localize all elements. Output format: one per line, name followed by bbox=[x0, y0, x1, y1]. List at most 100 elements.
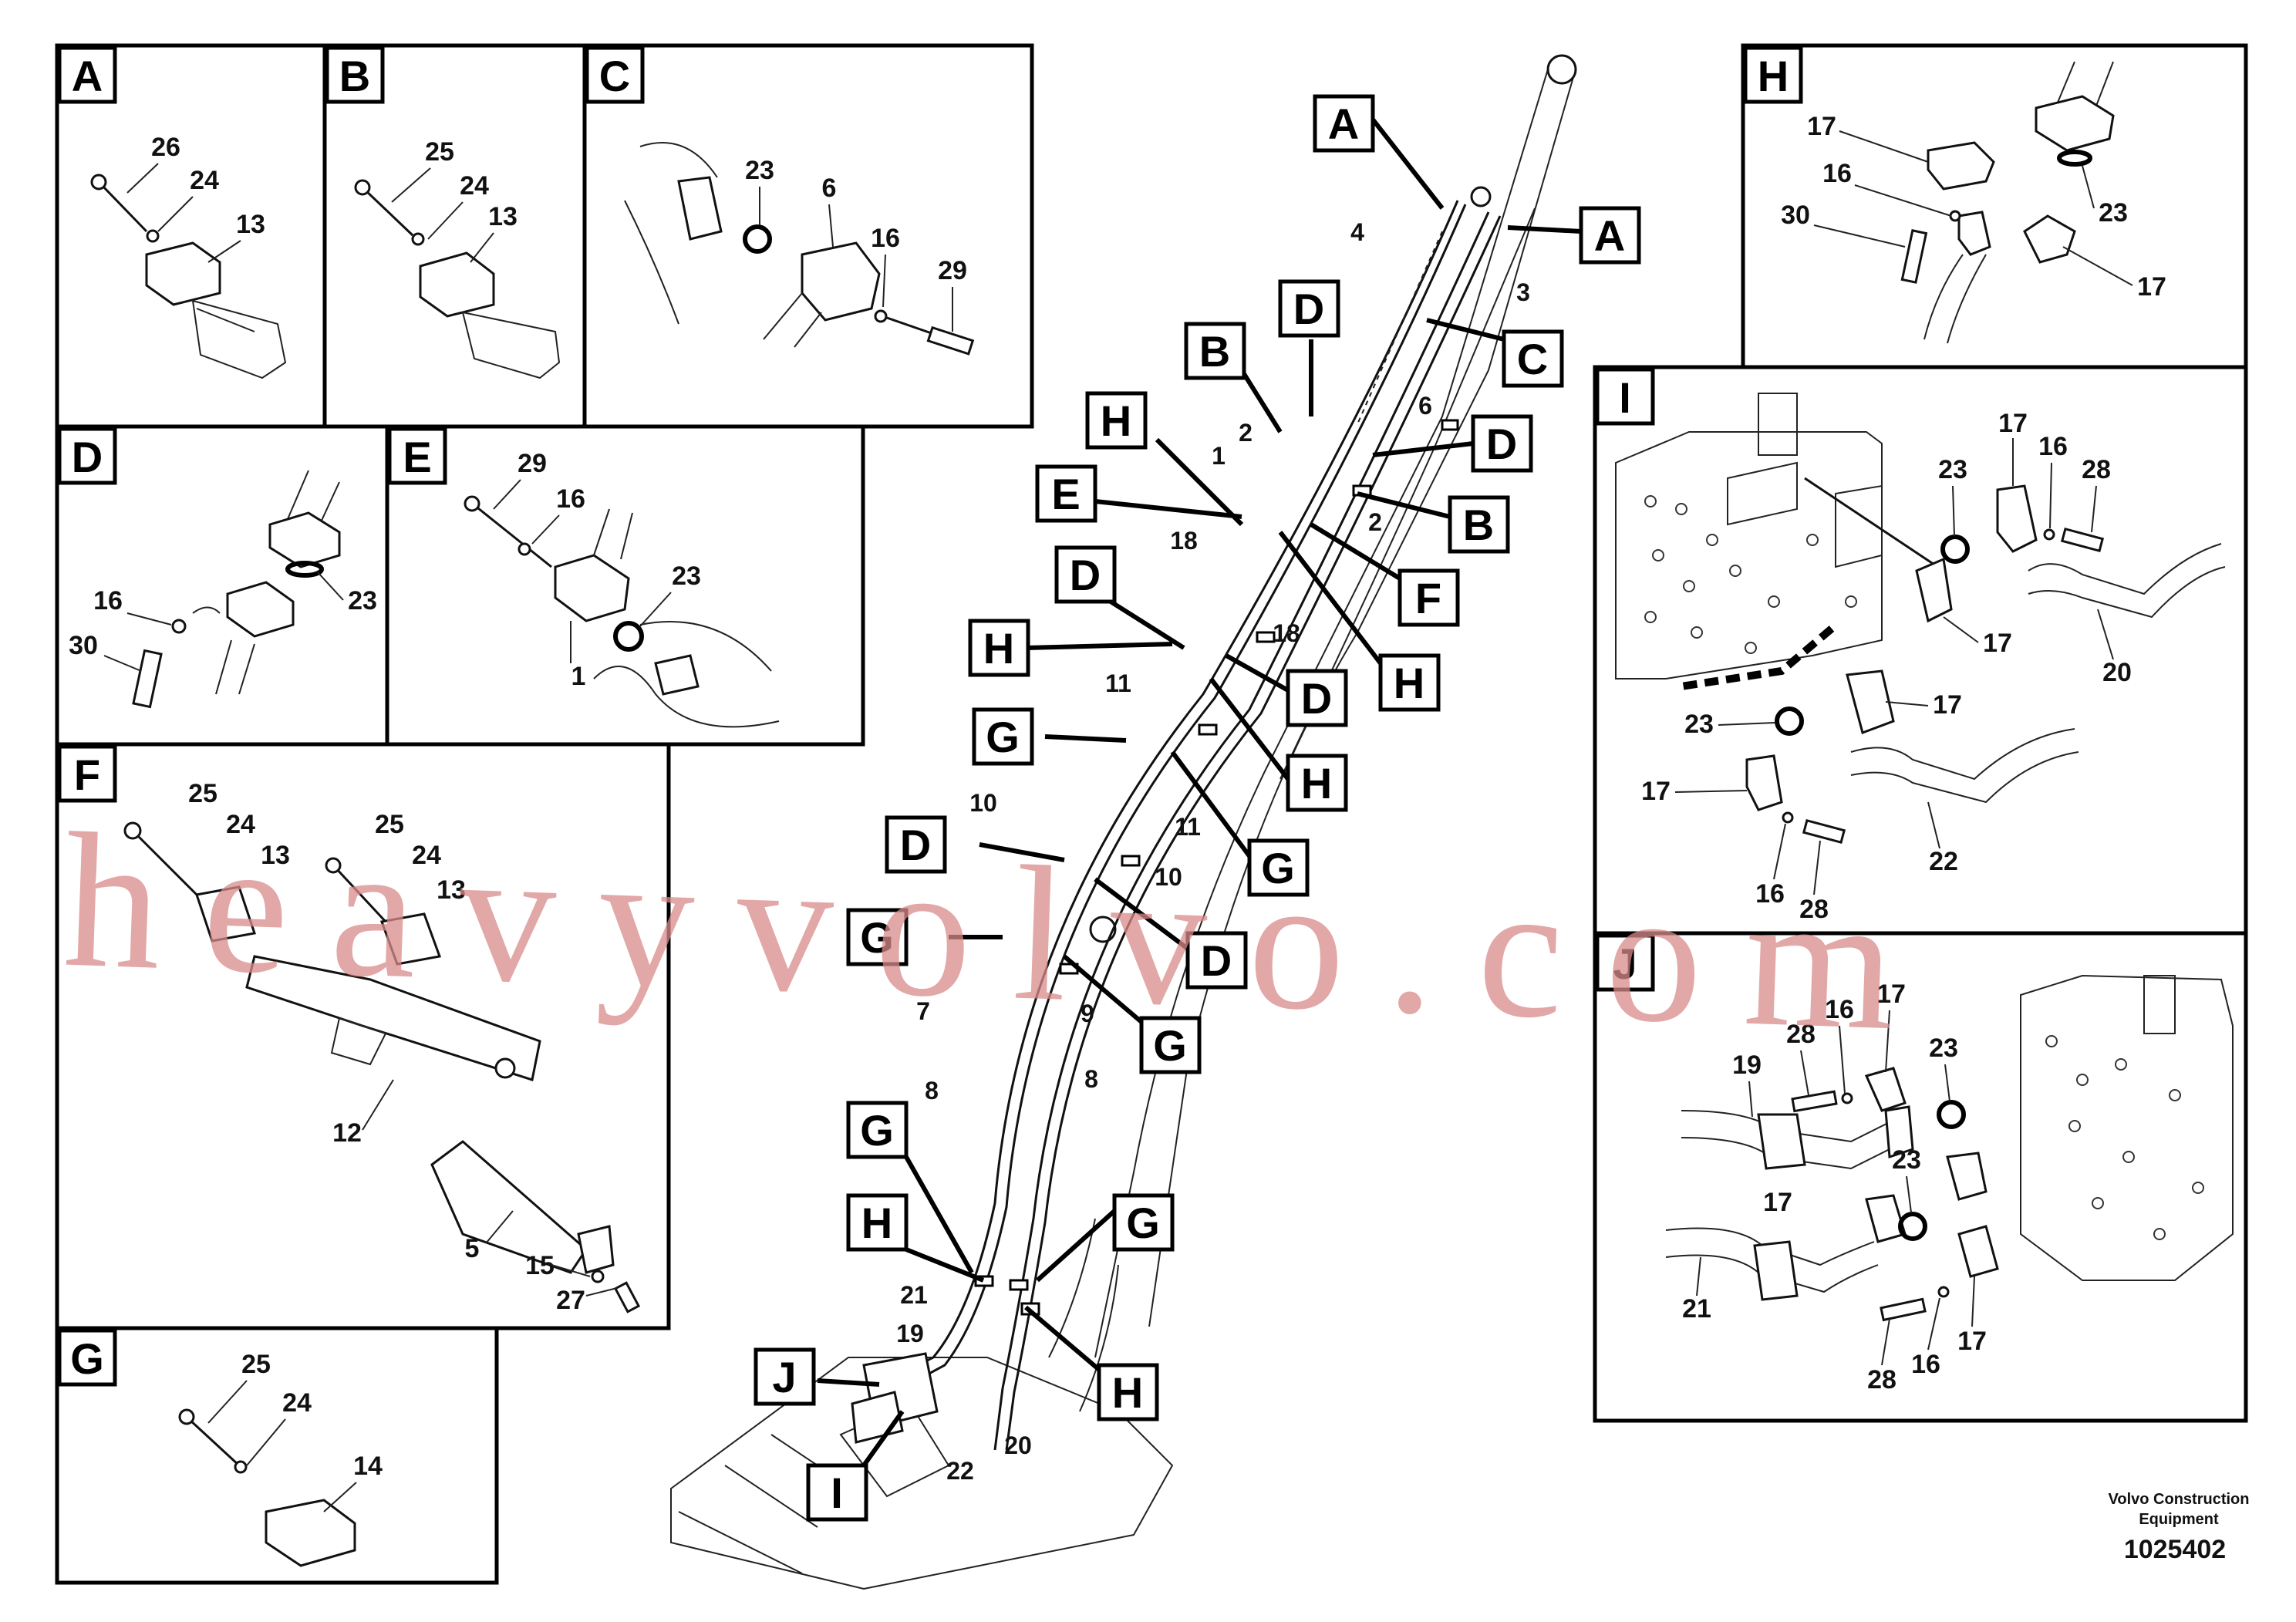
main-callout-8: 18 bbox=[1273, 619, 1300, 647]
main-tag-20: D bbox=[1201, 936, 1232, 985]
panel-letter-b: B bbox=[339, 52, 370, 100]
main-callout-2: 3 bbox=[1516, 278, 1530, 306]
callout-f-10: 27 bbox=[556, 1286, 585, 1315]
main-callout-17: 21 bbox=[900, 1281, 928, 1309]
callout-f-6: 13 bbox=[437, 875, 466, 905]
main-tag-13: H bbox=[983, 624, 1014, 673]
callout-f-9: 15 bbox=[525, 1251, 555, 1280]
main-callout-11: 10 bbox=[969, 789, 997, 817]
main-tag-18: G bbox=[1261, 844, 1295, 892]
callout-i-4: 23 bbox=[1938, 455, 1967, 484]
main-tag-22: G bbox=[860, 1106, 894, 1155]
callout-e-4: 1 bbox=[571, 662, 586, 691]
callout-i-1: 17 bbox=[1998, 409, 2028, 438]
panel-letter-c: C bbox=[599, 52, 630, 100]
main-callout-1: 4 bbox=[1350, 218, 1364, 246]
callout-c-3: 16 bbox=[871, 224, 900, 253]
main-callout-10: 11 bbox=[1175, 813, 1201, 841]
callout-d-3: 23 bbox=[348, 586, 377, 615]
main-tag-5: C bbox=[1517, 335, 1548, 383]
main-tag-2: A bbox=[1594, 211, 1625, 260]
main-tag-8: E bbox=[1051, 470, 1080, 518]
callout-j-2: 17 bbox=[1876, 980, 1906, 1009]
main-tag-27: I bbox=[831, 1469, 843, 1517]
callout-c-2: 6 bbox=[822, 174, 837, 203]
callout-i-3: 28 bbox=[2082, 455, 2111, 484]
panel-letter-e: E bbox=[403, 433, 431, 481]
callout-j-4: 19 bbox=[1732, 1050, 1762, 1080]
callout-d-1: 16 bbox=[93, 586, 123, 615]
main-tag-16: H bbox=[1301, 759, 1332, 808]
main-tag-15: G bbox=[986, 713, 1020, 761]
main-callout-13: 7 bbox=[916, 997, 930, 1025]
detail-panel-c: C 23 6 16 29 bbox=[582, 43, 1034, 429]
main-tag-3: D bbox=[1293, 285, 1324, 333]
panel-letter-j: J bbox=[1613, 939, 1637, 988]
callout-a-3: 13 bbox=[236, 210, 265, 239]
callout-b-1: 25 bbox=[425, 137, 454, 167]
detail-panel-j: J 16 17 28 19 23 23 bbox=[1593, 931, 2248, 1423]
main-callout-5: 1 bbox=[1212, 442, 1226, 470]
main-callout-6: 2 bbox=[1368, 508, 1382, 536]
main-tag-24: G bbox=[1126, 1199, 1160, 1247]
callout-j-8: 21 bbox=[1682, 1294, 1711, 1324]
callout-i-8: 17 bbox=[1933, 690, 1962, 720]
main-tag-6: H bbox=[1101, 396, 1131, 445]
callout-c-4: 29 bbox=[938, 256, 967, 285]
detail-panel-g: G 25 24 14 bbox=[55, 1326, 499, 1585]
callout-d-2: 30 bbox=[69, 631, 98, 660]
main-callout-19: 22 bbox=[946, 1457, 974, 1485]
callout-j-5: 23 bbox=[1929, 1034, 1958, 1063]
detail-panel-e: E 29 16 23 1 bbox=[385, 424, 865, 747]
detail-panel-i: I 17 16 28 23 bbox=[1593, 365, 2248, 936]
callout-a-1: 26 bbox=[151, 133, 180, 162]
callout-e-2: 16 bbox=[556, 484, 585, 514]
callout-b-3: 13 bbox=[488, 202, 518, 231]
main-tag-21: G bbox=[1153, 1021, 1187, 1070]
detail-panel-h: H 17 16 30 23 17 bbox=[1741, 43, 2248, 369]
main-tag-23: H bbox=[861, 1199, 892, 1247]
callout-j-9: 28 bbox=[1867, 1365, 1896, 1394]
main-tag-1: A bbox=[1328, 99, 1359, 148]
panel-letter-f: F bbox=[74, 750, 100, 799]
callout-h-2: 16 bbox=[1822, 159, 1852, 188]
callout-j-11: 17 bbox=[1957, 1327, 1987, 1356]
main-callout-9: 11 bbox=[1105, 669, 1131, 697]
callout-i-12: 28 bbox=[1799, 895, 1829, 924]
callout-i-5: 17 bbox=[1983, 629, 2012, 658]
callout-j-3: 28 bbox=[1786, 1020, 1816, 1049]
panel-letter-g: G bbox=[70, 1334, 104, 1383]
main-tag-7: D bbox=[1486, 420, 1517, 468]
main-assembly-view: A A D B C H D E B bbox=[670, 54, 1641, 1590]
callout-g-1: 25 bbox=[241, 1350, 271, 1379]
main-tag-17: D bbox=[900, 821, 931, 869]
panel-letter-i: I bbox=[1619, 373, 1631, 422]
main-tag-10: F bbox=[1415, 574, 1441, 622]
callout-f-5: 24 bbox=[412, 841, 441, 870]
main-tag-25: J bbox=[772, 1353, 796, 1401]
callout-j-1: 16 bbox=[1825, 995, 1854, 1024]
callout-i-10: 22 bbox=[1929, 847, 1958, 876]
main-tag-4: B bbox=[1199, 327, 1230, 376]
callout-j-6: 23 bbox=[1892, 1145, 1921, 1175]
main-callout-4: 2 bbox=[1239, 419, 1253, 447]
callout-h-1: 17 bbox=[1807, 112, 1836, 141]
callout-i-6: 20 bbox=[2102, 658, 2132, 687]
footer: Volvo Construction Equipment 1025402 bbox=[2109, 1491, 2250, 1564]
callout-f-1: 25 bbox=[188, 779, 217, 808]
callout-c-1: 23 bbox=[745, 156, 774, 185]
callout-f-7: 12 bbox=[332, 1118, 362, 1148]
main-callout-15: 8 bbox=[925, 1077, 939, 1104]
callout-f-2: 24 bbox=[226, 810, 255, 839]
callout-h-3: 30 bbox=[1781, 201, 1810, 230]
main-callout-14: 9 bbox=[1081, 1000, 1094, 1027]
main-callout-7: 18 bbox=[1170, 527, 1198, 555]
detail-panel-a: A 26 24 13 bbox=[55, 43, 327, 429]
callout-h-5: 17 bbox=[2137, 272, 2166, 302]
callout-e-1: 29 bbox=[518, 449, 547, 478]
callout-h-4: 23 bbox=[2099, 198, 2128, 228]
callout-i-2: 16 bbox=[2038, 432, 2068, 461]
callout-b-2: 24 bbox=[460, 171, 489, 201]
company-name-line1: Volvo Construction bbox=[2109, 1491, 2250, 1508]
